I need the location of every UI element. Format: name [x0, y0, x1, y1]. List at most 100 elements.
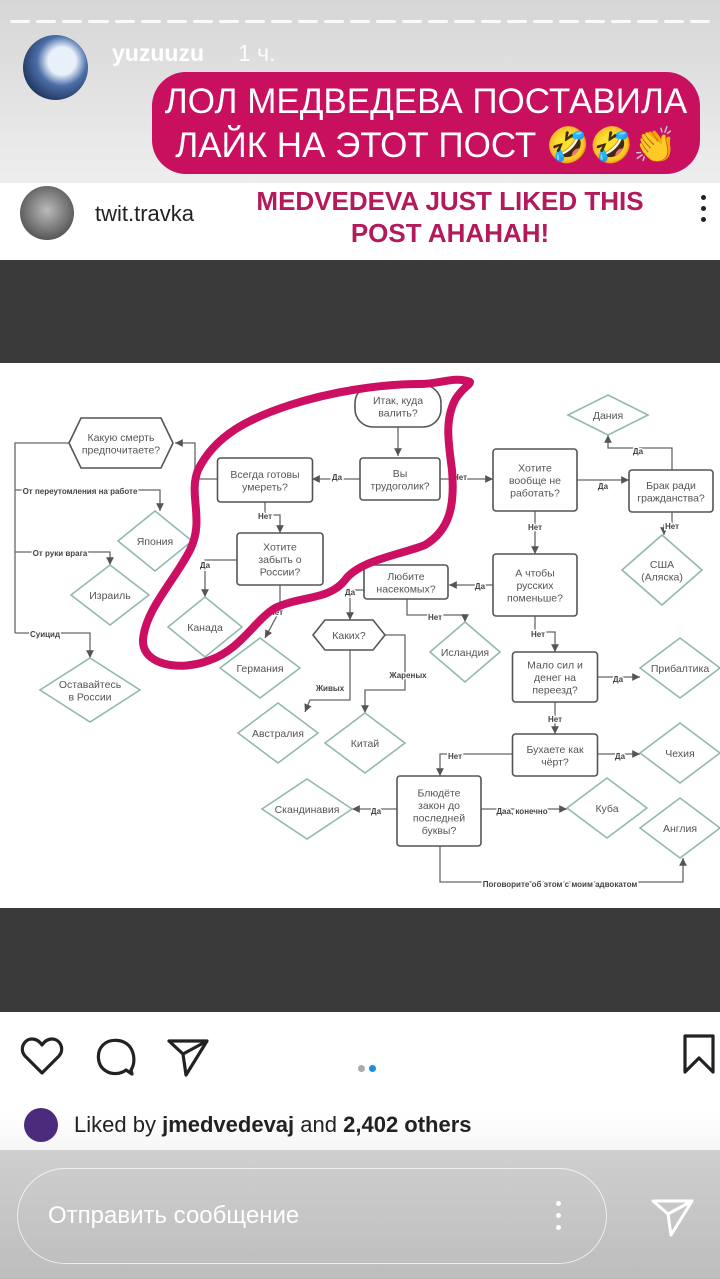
progress-segment: [480, 20, 501, 23]
flowchart-node-shape: [69, 563, 151, 627]
progress-segment: [88, 20, 109, 23]
overlay-line: MEDVEDEVA JUST LIKED THIS: [256, 186, 644, 216]
flowchart-node-label: умереть?: [242, 481, 288, 493]
story-avatar[interactable]: [23, 35, 88, 100]
bookmark-icon[interactable]: [682, 1034, 716, 1074]
flowchart-node-shape: [511, 651, 599, 703]
flowchart-node-shape: [492, 553, 578, 617]
flowchart-edge-label: Да: [633, 447, 644, 456]
flowchart-edge: [436, 753, 513, 776]
share-icon[interactable]: [167, 1038, 209, 1078]
liked-prefix: Liked by: [74, 1112, 156, 1137]
flowchart-node-shape: [511, 733, 599, 777]
flowchart-edge-label: Поговорите об этом с моим адвокатом: [483, 880, 638, 889]
flowchart-node-label: гражданства?: [637, 492, 705, 504]
progress-segment: [245, 20, 266, 23]
flowchart-node-label: трудоголик?: [370, 480, 429, 492]
send-message-input[interactable]: Отправить сообщение: [17, 1168, 607, 1264]
flowchart-node-label: Бухаете как: [526, 744, 583, 756]
flowchart-node-label: переезд?: [532, 685, 578, 697]
sticker-line: ЛАЙК НА ЭТОТ ПОСТ 🤣🤣👏: [175, 126, 677, 165]
more-options-icon[interactable]: [697, 195, 709, 228]
flowchart-node-label: Прибалтика: [651, 663, 709, 675]
flowchart-node-shape: [638, 797, 720, 859]
flowchart-node-label: последней: [413, 812, 465, 824]
post-header: twit.travka MEDVEDEVA JUST LIKED THIS PO…: [0, 183, 720, 260]
comment-icon[interactable]: [95, 1036, 137, 1078]
heart-icon[interactable]: [20, 1036, 64, 1076]
post-overlay-text: MEDVEDEVA JUST LIKED THIS POST AHAHAH!: [230, 185, 670, 249]
flowchart-edge: [346, 589, 364, 620]
flowchart-node-shape: [359, 457, 441, 501]
flowchart-edge-label: Да: [615, 752, 626, 761]
flowchart-node-label: Итак, куда: [373, 395, 423, 407]
flowchart-edge-label: Да: [345, 588, 356, 597]
flowchart-node-label: поменьше?: [507, 593, 563, 605]
flowchart-node-label: Хотите: [518, 463, 552, 475]
send-icon[interactable]: [651, 1198, 695, 1238]
flowchart-edge-label: Суицид: [30, 630, 60, 639]
story-username[interactable]: yuzuuzu: [112, 40, 204, 66]
more-icon[interactable]: [556, 1201, 562, 1237]
post-username[interactable]: twit.travka: [95, 201, 195, 226]
flowchart-node-label: Чехия: [665, 748, 694, 760]
flowchart-edge: [361, 634, 406, 713]
flowchart-node-label: предпочитаете?: [82, 444, 160, 456]
progress-segment: [585, 20, 606, 23]
progress-segment: [375, 20, 397, 23]
flowchart-edge: [439, 846, 687, 883]
progress-segment: [62, 20, 83, 23]
post-actions: Liked by jmedvedevaj and 2,402 others: [0, 1012, 720, 1152]
progress-segment: [192, 20, 214, 23]
post-avatar[interactable]: [20, 186, 74, 240]
flowchart-node-label: Брак ради: [646, 480, 696, 492]
progress-segment: [349, 20, 370, 23]
flowchart-node-label: Англия: [663, 823, 697, 835]
flowchart-edge-label: Нет: [258, 512, 272, 521]
flowchart-node-label: Австралия: [252, 728, 304, 740]
flowchart-node-shape: [628, 469, 714, 513]
flowchart-node-shape: [492, 448, 578, 512]
flowchart-edge-label: Нет: [528, 523, 542, 532]
flowchart-node-label: А чтобы: [515, 568, 554, 580]
progress-segment: [140, 20, 161, 23]
flowchart-edge-label: Да: [598, 482, 609, 491]
flowchart-node-label: Какую смерть: [88, 432, 155, 444]
progress-segment: [532, 20, 553, 23]
flowchart-node-label: Дания: [593, 410, 623, 422]
progress-segment: [663, 20, 684, 23]
flowchart-node-shape: [638, 722, 720, 784]
flowchart-node-label: Любите: [387, 571, 424, 583]
progress-segment: [611, 20, 632, 23]
flowchart-node-shape: [323, 712, 407, 774]
flowchart-edge-label: Нет: [448, 752, 462, 761]
liked-user[interactable]: jmedvedevaj: [162, 1112, 295, 1137]
flowchart-node-label: Скандинавия: [275, 804, 340, 816]
liked-count[interactable]: 2,402 others: [343, 1112, 472, 1137]
progress-segment: [689, 20, 710, 23]
flowchart-node-shape: [638, 637, 720, 699]
flowchart-node-label: Израиль: [89, 590, 131, 602]
scribble-outline: [139, 375, 474, 670]
flowchart-node-shape: [216, 457, 314, 503]
carousel-dot: [358, 1065, 365, 1072]
flowchart-node-shape: [565, 777, 649, 839]
flowchart-edge-label: Нет: [665, 522, 679, 531]
flowchart-node-shape: [311, 619, 387, 651]
flowchart-edge: [15, 632, 94, 658]
flowchart-edge: [604, 435, 673, 470]
liked-by-row[interactable]: Liked by jmedvedevaj and 2,402 others: [24, 1108, 472, 1142]
flowchart-edge: [15, 551, 114, 565]
flowchart-edge: [201, 559, 237, 597]
flowchart-edge-label: Нет: [548, 715, 562, 724]
flowchart-edge-label: Нет: [531, 630, 545, 639]
progress-segment: [637, 20, 658, 23]
progress-segment: [166, 20, 187, 23]
flowchart-node-label: Каких?: [332, 630, 366, 642]
progress-segment: [323, 20, 344, 23]
flowchart-edge: [304, 650, 351, 713]
liked-and: and: [300, 1112, 337, 1137]
progress-segment: [114, 20, 135, 23]
